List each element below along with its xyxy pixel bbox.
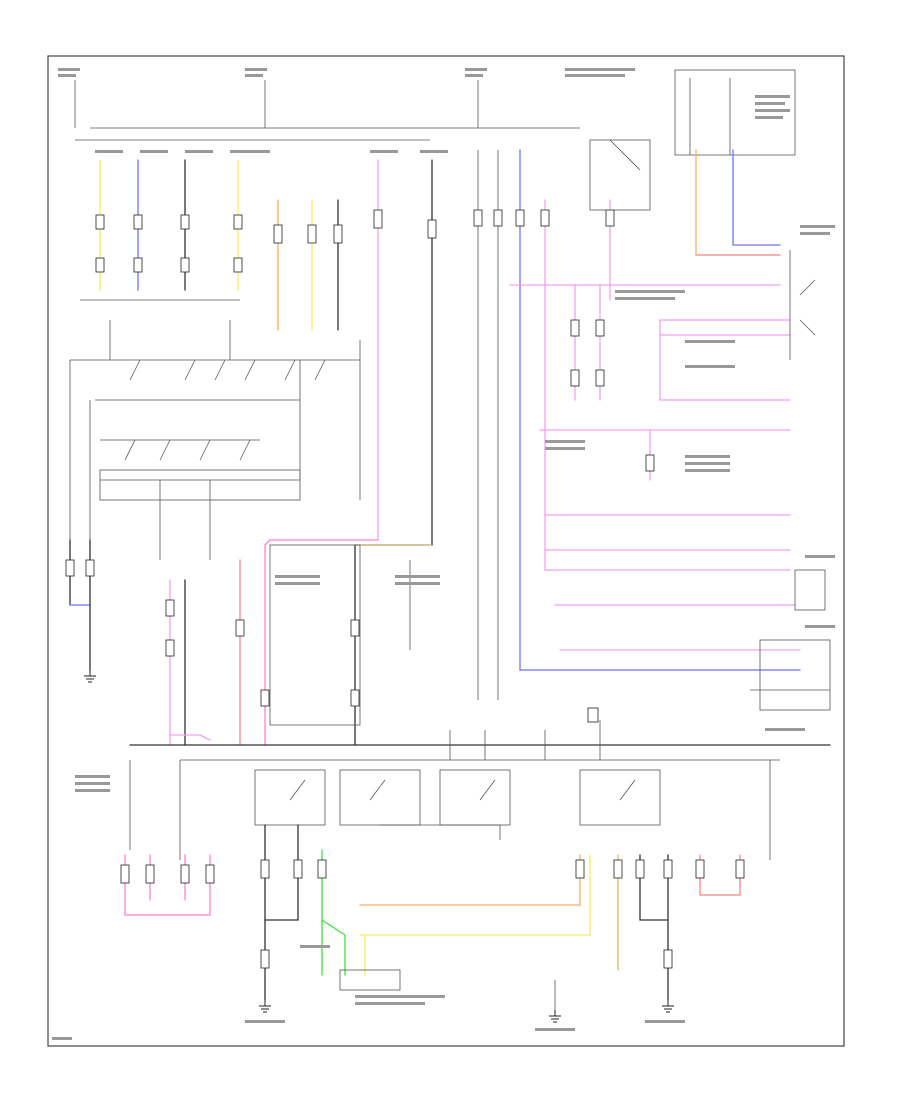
ground-symbol bbox=[549, 1010, 561, 1023]
lower-bus bbox=[129, 720, 831, 860]
ground-symbol bbox=[84, 670, 96, 683]
left-ground-branch bbox=[65, 539, 96, 683]
lower-grounds bbox=[259, 1000, 674, 1023]
ground-symbol bbox=[259, 1000, 271, 1013]
illegible-label-marks bbox=[52, 68, 835, 1040]
left-switch-matrix bbox=[69, 320, 361, 600]
ground-symbol bbox=[662, 1000, 674, 1013]
top-power-feeds bbox=[74, 69, 796, 156]
center-module-wiring bbox=[165, 539, 431, 746]
lower-feeds bbox=[120, 824, 745, 1010]
lower-relays bbox=[254, 769, 661, 840]
top-connectors bbox=[95, 209, 615, 273]
top-row-wires bbox=[80, 149, 781, 700]
right-side-wiring bbox=[509, 139, 831, 723]
diagram-border bbox=[47, 55, 845, 1047]
